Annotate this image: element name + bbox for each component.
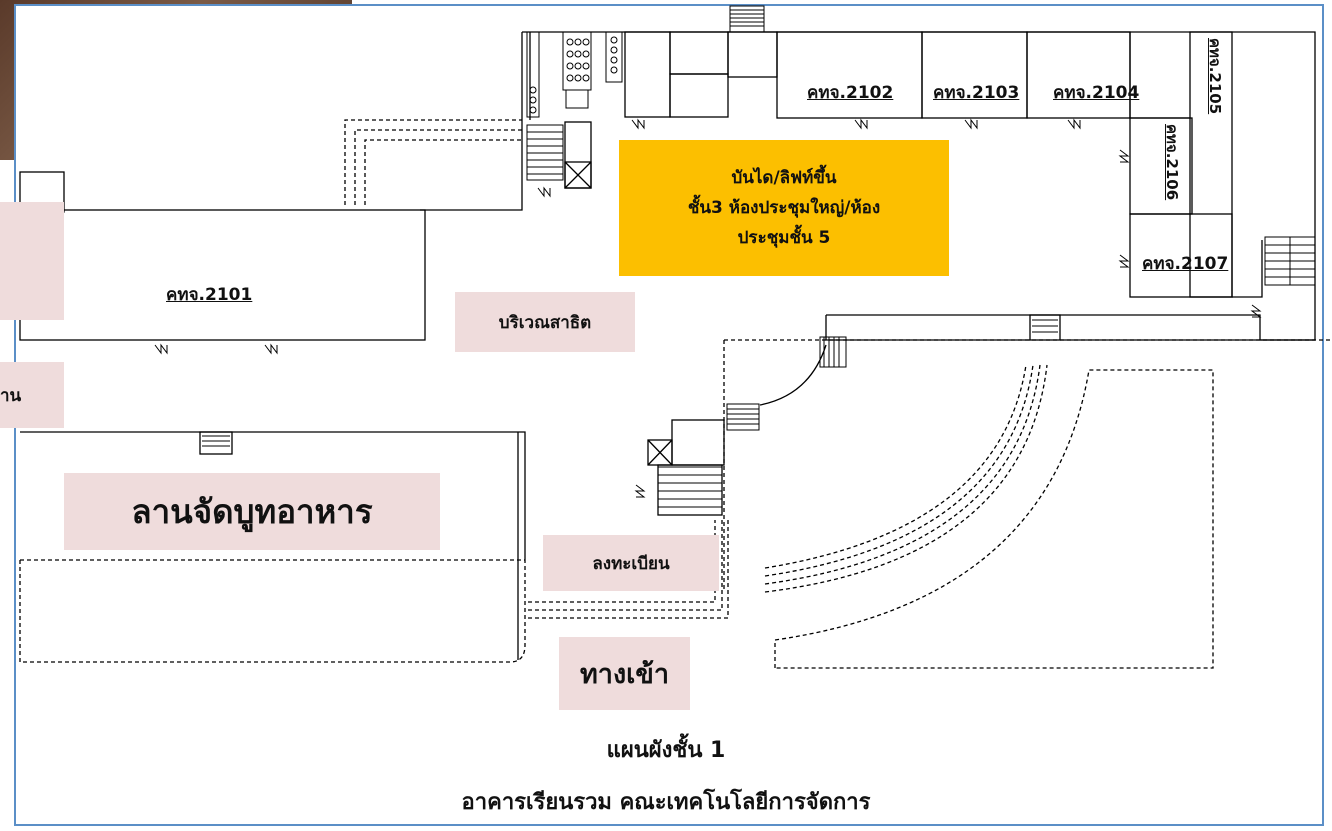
stairs-lift-label: บันได/ลิฟท์ขึ้น ชั้น3 ห้องประชุมใหญ่/ห้อ… bbox=[619, 140, 949, 276]
room-2105-label: คทจ.2105 bbox=[1206, 38, 1224, 115]
left-partial-label-top bbox=[0, 202, 64, 320]
demo-area-label: บริเวณสาธิต bbox=[455, 292, 635, 352]
registration-label: ลงทะเบียน bbox=[543, 535, 719, 591]
room-2101-label: คทจ.2101 bbox=[166, 285, 253, 305]
stairs-lift-line-2: ชั้น3 ห้องประชุมใหญ่/ห้อง bbox=[687, 198, 881, 218]
room-2104-label: คทจ.2104 bbox=[1053, 83, 1140, 103]
stairs-lift-line-3: ประชุมชั้น 5 bbox=[737, 228, 831, 248]
room-2102-label: คทจ.2102 bbox=[807, 83, 894, 103]
room-2106-label: คทจ.2106 bbox=[1163, 124, 1181, 201]
room-2101-outline bbox=[19, 209, 426, 341]
stairs-lift-line-1: บันได/ลิฟท์ขึ้น bbox=[731, 168, 837, 188]
room-2107-outline bbox=[1129, 213, 1233, 298]
left-partial-label-bottom: าน bbox=[0, 362, 64, 428]
room-2107-label: คทจ.2107 bbox=[1142, 254, 1229, 274]
room-2103-label: คทจ.2103 bbox=[933, 83, 1020, 103]
entrance-label: ทางเข้า bbox=[559, 637, 690, 710]
map-caption-subtitle: อาคารเรียนรวม คณะเทคโนโลยีการจัดการ bbox=[461, 790, 871, 815]
map-caption-title: แผนผังชั้น 1 bbox=[606, 738, 726, 763]
food-court-label: ลานจัดบูทอาหาร bbox=[64, 473, 440, 550]
